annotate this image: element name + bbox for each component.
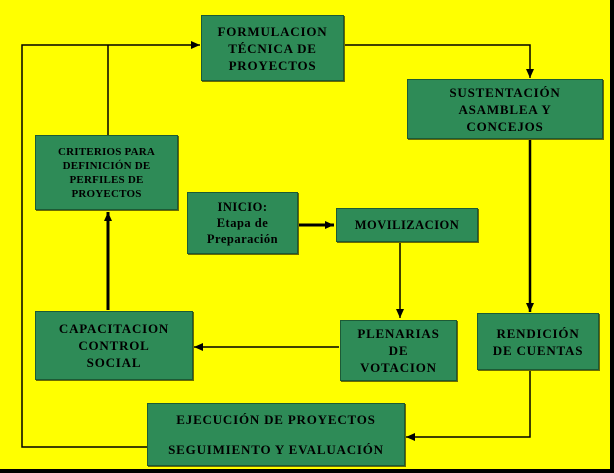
box-sustentacion-line-3: CONCEJOS (466, 118, 544, 134)
loop-connector (21, 41, 200, 448)
box-inicio: INICIO: Etapa de Preparación (187, 192, 298, 254)
connector-rendicion-ejecucion (406, 370, 531, 441)
box-criterios-line-4: PROYECTOS (71, 187, 142, 200)
box-ejecucion-line-1: EJECUCIÓN DE PROYECTOS (176, 411, 376, 427)
box-rendicion: RENDICIÓN DE CUENTAS (477, 313, 599, 370)
box-formulacion: FORMULACION TÉCNICA DE PROYECTOS (201, 15, 344, 81)
box-sustentacion: SUSTENTACIÓN ASAMBLEA Y CONCEJOS (407, 79, 603, 139)
box-capacitacion-line-3: SOCIAL (86, 355, 142, 370)
box-plenarias-line-1: PLENARIAS (357, 326, 440, 341)
box-inicio-line-1: INICIO: (217, 200, 268, 214)
box-formulacion-line-2: TÉCNICA DE (228, 40, 317, 56)
box-inicio-line-2: Etapa de (216, 216, 269, 230)
box-inicio-line-3: Preparación (206, 232, 279, 246)
box-sustentacion-line-2: ASAMBLEA Y (458, 101, 552, 117)
box-criterios-line-1: CRITERIOS PARA (57, 145, 156, 158)
box-rendicion-line-2: DE CUENTAS (492, 342, 584, 358)
box-formulacion-line-1: FORMULACION (217, 23, 328, 39)
box-sustentacion-line-1: SUSTENTACIÓN (449, 84, 561, 100)
box-capacitacion: CAPACITACION CONTROL SOCIAL (35, 311, 193, 380)
box-ejecucion-line-2: SEGUIMIENTO Y EVALUACIÓN (168, 442, 384, 458)
box-criterios-line-3: PERFILES DE (69, 173, 144, 186)
box-capacitacion-line-2: CONTROL (78, 338, 150, 353)
box-ejecucion: EJECUCIÓN DE PROYECTOS SEGUIMIENTO Y EVA… (147, 403, 405, 466)
box-movilizacion-line-1: MOVILIZACION (354, 218, 460, 232)
connector-formulacion-sustentacion (344, 44, 534, 78)
box-capacitacion-line-1: CAPACITACION (58, 321, 170, 336)
box-movilizacion: MOVILIZACION (336, 208, 478, 242)
box-plenarias: PLENARIAS DE VOTACION (340, 320, 457, 381)
box-criterios-line-2: DEFINICIÓN DE (62, 159, 151, 172)
box-plenarias-line-2: DE (388, 343, 409, 358)
box-criterios: CRITERIOS PARA DEFINICIÓN DE PERFILES DE… (35, 135, 178, 210)
box-rendicion-line-1: RENDICIÓN (496, 325, 580, 341)
box-plenarias-line-3: VOTACION (360, 360, 437, 375)
box-formulacion-line-3: PROYECTOS (228, 57, 317, 73)
